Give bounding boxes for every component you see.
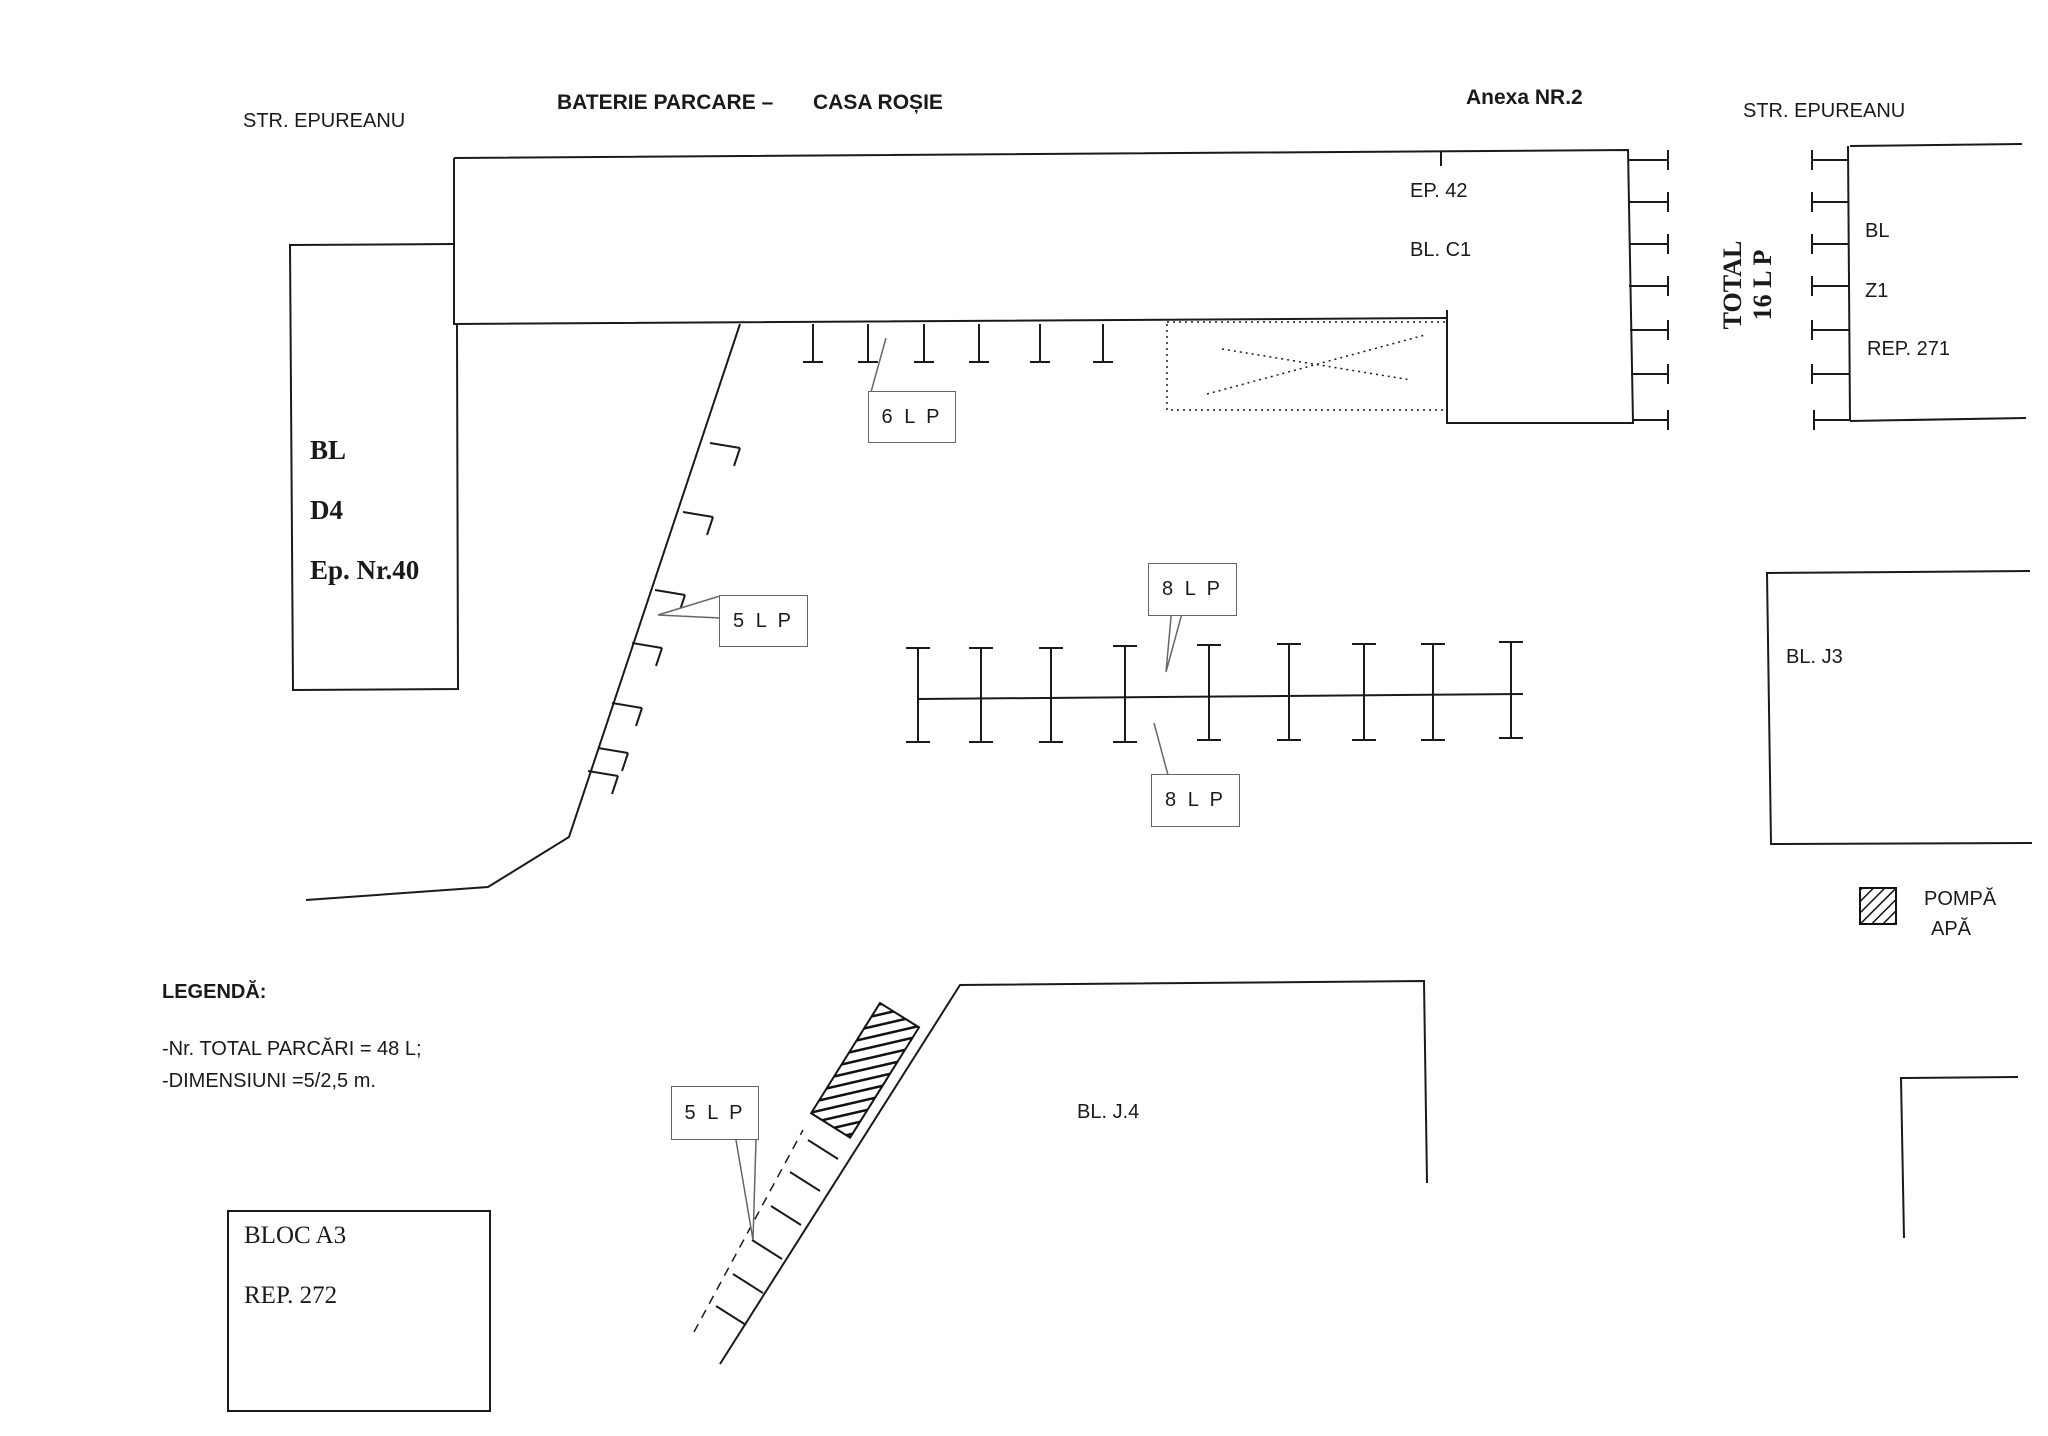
- building-j3-outline: [1765, 570, 2033, 846]
- title-part1: BATERIE PARCARE –: [557, 91, 774, 114]
- total-parking-label: TOTAL 16 L P: [1718, 215, 1788, 355]
- callout-center-bottom-8lp: 8 L P: [1151, 774, 1240, 827]
- legend-dimensions-line: -DIMENSIUNI =5/2,5 m.: [162, 1070, 376, 1092]
- callout-center-top-8lp: 8 L P: [1148, 563, 1237, 616]
- callout-center-top-text: 8 L P: [1162, 578, 1223, 600]
- platform-dotted: [1166, 321, 1448, 411]
- pump-hatched-block: [809, 1001, 921, 1140]
- title-part2: CASA ROȘIE: [813, 91, 943, 114]
- road-edge: [305, 323, 741, 901]
- building-a3-outline: [227, 1210, 491, 1412]
- d4-label-line2: D4: [310, 495, 343, 525]
- d4-label-line3: Ep. Nr.40: [310, 555, 420, 585]
- parking-left-z1: [1811, 150, 1850, 430]
- parking-j4-edge: [715, 1139, 839, 1326]
- callout-diagonal-text: 5 L P: [733, 609, 794, 632]
- callout-top-text: 6 L P: [881, 405, 943, 428]
- street-label-right: STR. EPUREANU: [1743, 100, 1906, 122]
- a3-label-line2: REP. 272: [244, 1282, 338, 1309]
- d4-label-line1: BL: [310, 435, 347, 465]
- total-line1: TOTAL: [1718, 240, 1747, 330]
- parking-top-row: [803, 324, 1113, 363]
- pump-label-line1: POMPĂ: [1924, 888, 1997, 910]
- z1-label-line1: BL: [1865, 220, 1890, 242]
- callout-top-6lp: 6 L P: [868, 391, 956, 443]
- building-z1-outline: [1849, 143, 2023, 147]
- j4-label: BL. J.4: [1077, 1101, 1140, 1123]
- callout-diagonal-5lp: 5 L P: [719, 595, 808, 647]
- annex-label: Anexa NR.2: [1466, 86, 1583, 109]
- a3-label-line1: BLOC A3: [244, 1222, 347, 1249]
- building-d4-outline: [288, 243, 460, 692]
- j3-label: BL. J3: [1786, 646, 1843, 668]
- parking-right-c1: [1629, 150, 1669, 430]
- building-j4-outline: [719, 979, 1428, 1365]
- legend-total-line: -Nr. TOTAL PARCĂRI = 48 L;: [162, 1038, 422, 1060]
- c1-name-label: BL. C1: [1410, 239, 1472, 261]
- legend-title: LEGENDĂ:: [162, 981, 267, 1003]
- callout-pointers: [657, 337, 1190, 1241]
- pump-legend-icon: [1859, 887, 1897, 925]
- z1-label-line2: Z1: [1865, 280, 1889, 302]
- callout-bottom-left-5lp: 5 L P: [671, 1086, 759, 1140]
- building-corner-outline: [1899, 1076, 2019, 1239]
- callout-center-bottom-text: 8 L P: [1165, 789, 1226, 811]
- c1-entrance-label: EP. 42: [1410, 180, 1468, 202]
- z1-label-line3: REP. 271: [1867, 338, 1951, 360]
- pump-label-line2: APĂ: [1931, 918, 1972, 940]
- parking-center-row: [906, 641, 1524, 743]
- callout-bottom-left-text: 5 L P: [684, 1101, 746, 1124]
- street-label-left: STR. EPUREANU: [243, 110, 406, 132]
- dashed-parking-edge: [693, 1129, 804, 1333]
- total-line2: 16 L P: [1748, 249, 1777, 321]
